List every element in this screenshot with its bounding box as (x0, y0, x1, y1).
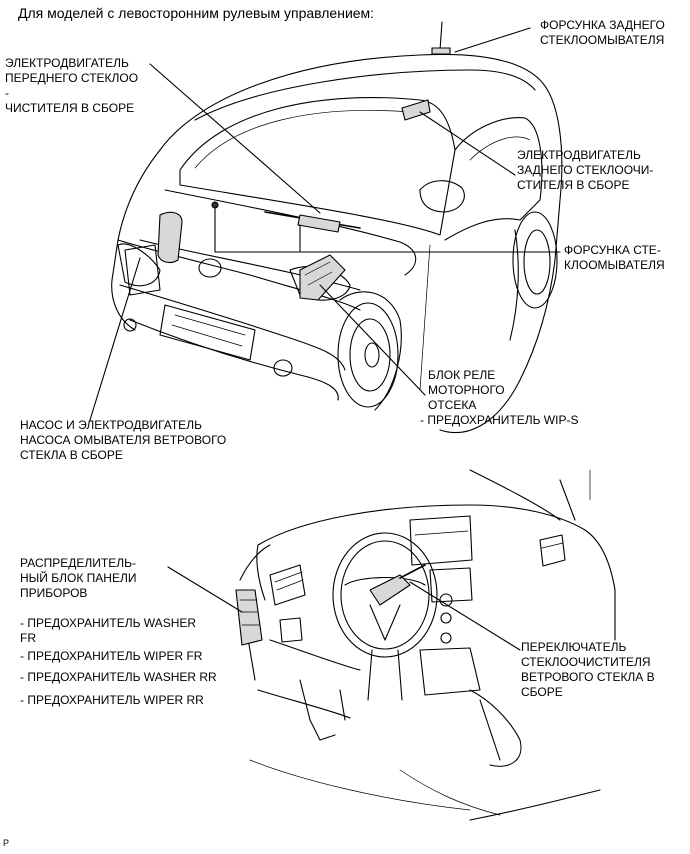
label-wiper-switch: ПЕРЕКЛЮЧАТЕЛЬ СТЕКЛООЧИСТИТЕЛЯ ВЕТРОВОГО… (521, 640, 655, 700)
page-title: Для моделей с левосторонним рулевым упра… (18, 5, 375, 21)
label-line: МОТОРНОГО (428, 383, 505, 397)
label-line: ЭЛЕКТРОДВИГАТЕЛЬ (5, 56, 129, 70)
label-line: СТЕКЛООЧИСТИТЕЛЯ (521, 655, 651, 669)
label-line: - ПРЕДОХРАНИТЕЛЬ WIPER FR (20, 649, 203, 663)
label-line: - (5, 86, 9, 100)
label-line: СТИТЕЛЯ В СБОРЕ (517, 178, 630, 192)
label-line: НЫЙ БЛОК ПАНЕЛИ (20, 571, 137, 585)
car-illustration (111, 21, 563, 434)
label-line: СТЕКЛА В СБОРЕ (20, 448, 123, 462)
label-line: - ПРЕДОХРАНИТЕЛЬ WIPER RR (20, 693, 204, 707)
label-line: ПЕРЕКЛЮЧАТЕЛЬ (521, 640, 627, 654)
figure-code: P (3, 838, 10, 848)
label-instrument-panel-junction-block: РАСПРЕДЕЛИТЕЛЬ- НЫЙ БЛОК ПАНЕЛИ ПРИБОРОВ (20, 556, 136, 601)
label-line: ЭЛЕКТРОДВИГАТЕЛЬ (517, 148, 641, 162)
label-line: БЛОК РЕЛЕ (428, 368, 496, 382)
label-washer-pump: НАСОС И ЭЛЕКТРОДВИГАТЕЛЬ НАСОСА ОМЫВАТЕЛ… (20, 418, 226, 463)
label-line: СБОРЕ (521, 685, 563, 699)
label-line: - ПРЕДОХРАНИТЕЛЬ WASHER (20, 616, 197, 630)
label-fuse-list: - ПРЕДОХРАНИТЕЛЬ WASHER FR - ПРЕДОХРАНИТ… (20, 616, 217, 708)
label-line: СТЕКЛООМЫВАТЕЛЯ (540, 33, 665, 47)
label-line: ПЕРЕДНЕГО СТЕКЛОО (5, 71, 139, 85)
label-line: ЗАДНЕГО СТЕКЛООЧИ- (517, 163, 654, 177)
label-washer-nozzle: ФОРСУНКА СТЕ- КЛООМЫВАТЕЛЯ (564, 243, 665, 273)
label-line: РАСПРЕДЕЛИТЕЛЬ- (20, 556, 136, 570)
label-line: ФОРСУНКА ЗАДНЕГО (540, 18, 665, 32)
label-line: НАСОС И ЭЛЕКТРОДВИГАТЕЛЬ (20, 418, 202, 432)
label-line: ВЕТРОВОГО СТЕКЛА В (521, 670, 655, 684)
label-line: ПРИБОРОВ (20, 586, 88, 600)
label-line: ЧИСТИТЕЛЯ В СБОРЕ (5, 101, 135, 115)
label-engine-relay-block: БЛОК РЕЛЕ МОТОРНОГО ОТСЕКА - ПРЕДОХРАНИТ… (420, 368, 578, 428)
label-front-wiper-motor: ЭЛЕКТРОДВИГАТЕЛЬ ПЕРЕДНЕГО СТЕКЛОО - ЧИС… (5, 56, 138, 116)
label-rear-washer-nozzle: ФОРСУНКА ЗАДНЕГО СТЕКЛООМЫВАТЕЛЯ (540, 18, 665, 48)
label-line: КЛООМЫВАТЕЛЯ (564, 258, 665, 272)
label-line: FR (20, 631, 36, 645)
label-line: НАСОСА ОМЫВАТЕЛЯ ВЕТРОВОГО (20, 433, 227, 447)
dashboard-illustration (235, 469, 616, 821)
label-line: - ПРЕДОХРАНИТЕЛЬ WASHER RR (20, 670, 217, 684)
label-rear-wiper-motor: ЭЛЕКТРОДВИГАТЕЛЬ ЗАДНЕГО СТЕКЛООЧИ- СТИТ… (517, 148, 653, 193)
label-line: ФОРСУНКА СТЕ- (564, 243, 661, 257)
label-line: - ПРЕДОХРАНИТЕЛЬ WIP-S (420, 413, 579, 427)
leader-lines (89, 27, 561, 651)
label-line: ОТСЕКА (428, 398, 477, 412)
